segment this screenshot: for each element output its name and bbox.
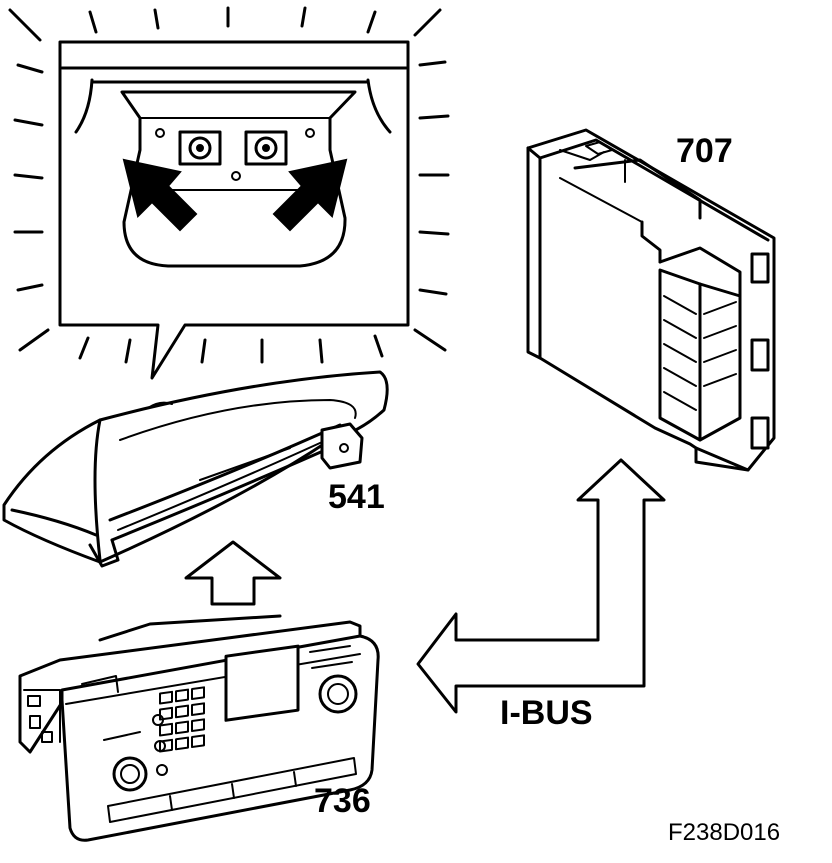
component-number-541: 541 — [328, 478, 385, 516]
light-console-541 — [2, 370, 389, 568]
display-window — [224, 644, 300, 722]
i-bus-arrow — [416, 458, 666, 714]
arrow-up-icon — [184, 540, 282, 606]
tuning-knob — [318, 674, 358, 714]
control-module-707 — [526, 128, 776, 472]
figure-code: F238D016 — [668, 819, 780, 846]
i-bus-label: I-BUS — [500, 694, 593, 732]
callout-rays — [8, 6, 450, 364]
component-number-736: 736 — [314, 782, 371, 820]
arrow-pointer-left-icon — [122, 158, 198, 232]
volume-knob — [112, 756, 148, 792]
arrow-pointer-right-icon — [272, 158, 348, 232]
component-number-707: 707 — [676, 132, 733, 170]
audio-unit-736 — [18, 614, 380, 842]
keypad — [159, 686, 205, 753]
callout-bubble — [58, 40, 410, 380]
callout-detail — [60, 66, 408, 268]
